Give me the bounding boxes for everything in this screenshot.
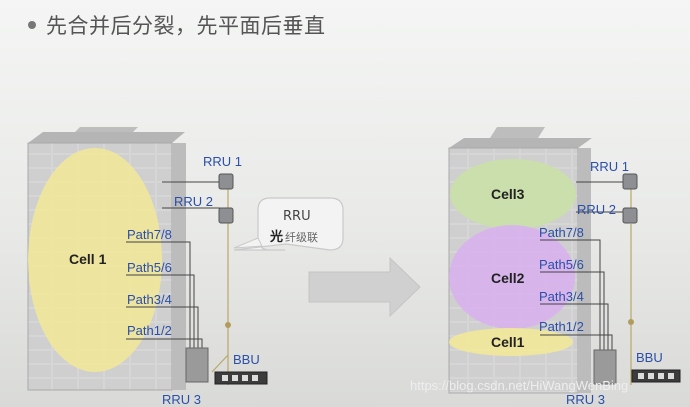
right-bbu-label: BBU <box>636 350 663 365</box>
right-cell3-label: Cell3 <box>491 186 525 202</box>
right-cell2-label: Cell2 <box>491 270 525 286</box>
right-path-3-4: Path3/4 <box>539 289 584 304</box>
slide-title-text: 先合并后分裂，先平面后垂直 <box>46 14 326 38</box>
right-rru3-device <box>593 349 617 385</box>
left-bbu-label: BBU <box>233 352 260 367</box>
right-path-1-2: Path1/2 <box>539 319 584 334</box>
left-building <box>27 127 186 391</box>
left-rru2-device <box>218 207 234 224</box>
left-rru3-device <box>185 347 209 383</box>
left-rru3-label: RRU 3 <box>162 392 201 407</box>
left-path-7-8: Path7/8 <box>127 227 172 242</box>
right-cell3-coverage <box>450 159 576 229</box>
right-rru3-label: RRU 3 <box>566 392 605 407</box>
right-cell2-coverage <box>449 225 575 329</box>
right-fiber-node <box>628 319 634 325</box>
right-cell1-label: Cell1 <box>491 334 525 350</box>
right-rru2-device <box>622 207 638 224</box>
right-rru1-device <box>622 173 638 190</box>
right-building <box>448 127 592 394</box>
callout-line2-bold: 光 <box>269 229 283 245</box>
left-path-lines <box>126 181 220 350</box>
bullet-icon <box>28 21 36 29</box>
left-rru1-device <box>218 173 234 190</box>
right-rru2-label: RRU 2 <box>577 202 616 217</box>
callout-line1: RRU <box>283 209 311 224</box>
transform-arrow-icon <box>308 256 421 318</box>
right-path-7-8: Path7/8 <box>539 225 584 240</box>
rru-fiber-callout <box>233 197 344 251</box>
callout-line2-rest: 纤级联 <box>285 231 318 244</box>
left-cell1-label: Cell 1 <box>69 251 107 267</box>
right-bbu-ports <box>638 373 674 379</box>
left-rru1-label: RRU 1 <box>203 154 242 169</box>
left-path-1-2: Path1/2 <box>127 323 172 338</box>
watermark-text: https://blog.csdn.net/HiWangWenBing <box>410 378 628 393</box>
slide-title: 先合并后分裂，先平面后垂直 <box>28 10 326 40</box>
left-bbu-ports <box>222 375 258 381</box>
left-path-5-6: Path5/6 <box>127 260 172 275</box>
left-path-3-4: Path3/4 <box>127 292 172 307</box>
right-path-lines <box>540 181 623 352</box>
right-rru1-label: RRU 1 <box>590 159 629 174</box>
left-cell1-coverage <box>28 148 162 372</box>
left-fiber-node <box>225 322 231 328</box>
right-path-5-6: Path5/6 <box>539 257 584 272</box>
left-rru2-label: RRU 2 <box>174 194 213 209</box>
